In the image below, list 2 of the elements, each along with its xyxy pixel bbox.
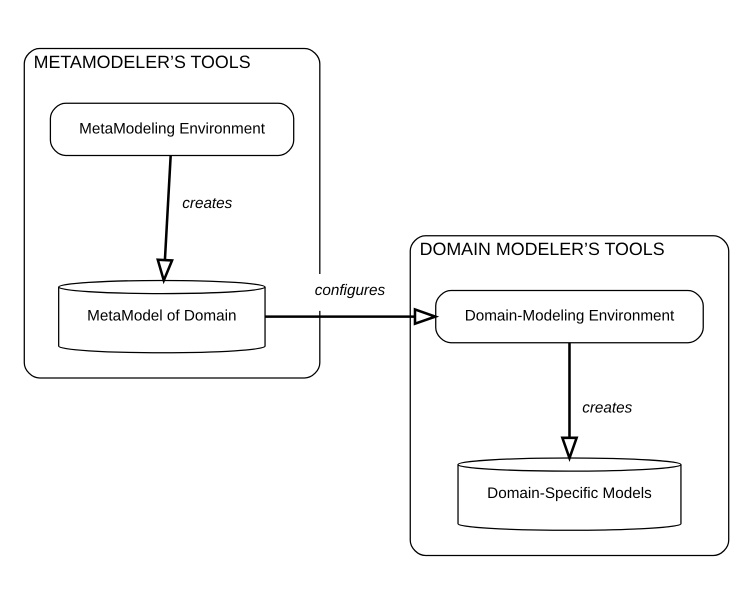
edge-label: creates: [582, 399, 632, 416]
edge-label: creates: [182, 194, 232, 212]
